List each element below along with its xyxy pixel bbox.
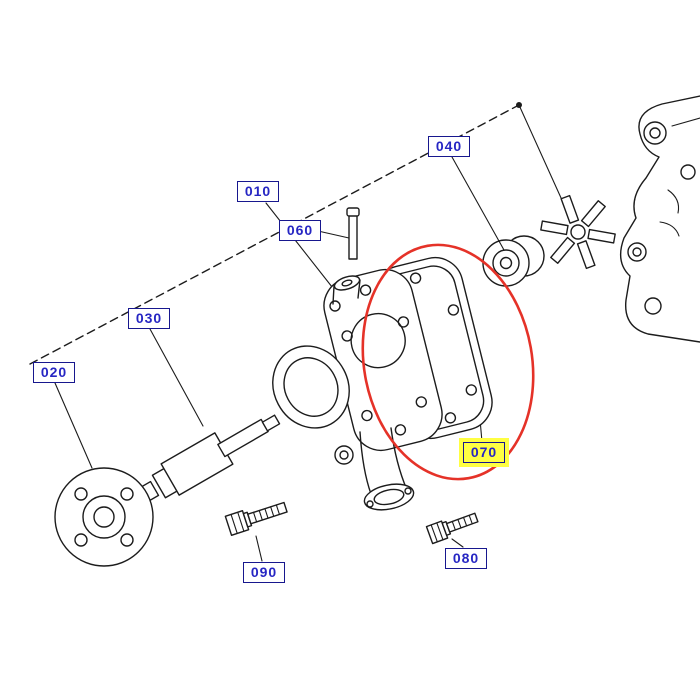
flange-020 (54, 467, 154, 567)
impeller (540, 194, 616, 270)
part-label-020[interactable]: 020 (33, 362, 75, 383)
leader-lines (54, 156, 505, 562)
bolt-080 (425, 512, 479, 545)
part-label-080[interactable]: 080 (445, 548, 487, 569)
red-highlight-ellipse (361, 243, 535, 481)
part-label-010[interactable]: 010 (237, 181, 279, 202)
seal-040 (482, 235, 545, 287)
bolt-090 (224, 501, 288, 536)
stud-060 (346, 207, 360, 260)
pump-body (272, 268, 443, 511)
part-label-060[interactable]: 060 (279, 220, 321, 241)
part-label-040[interactable]: 040 (428, 136, 470, 157)
engine-block-fragment (619, 95, 700, 343)
part-label-030[interactable]: 030 (128, 308, 170, 329)
part-label-090[interactable]: 090 (243, 562, 285, 583)
shaft-030 (130, 414, 281, 508)
part-label-070-highlighted[interactable]: 070 (463, 442, 505, 463)
